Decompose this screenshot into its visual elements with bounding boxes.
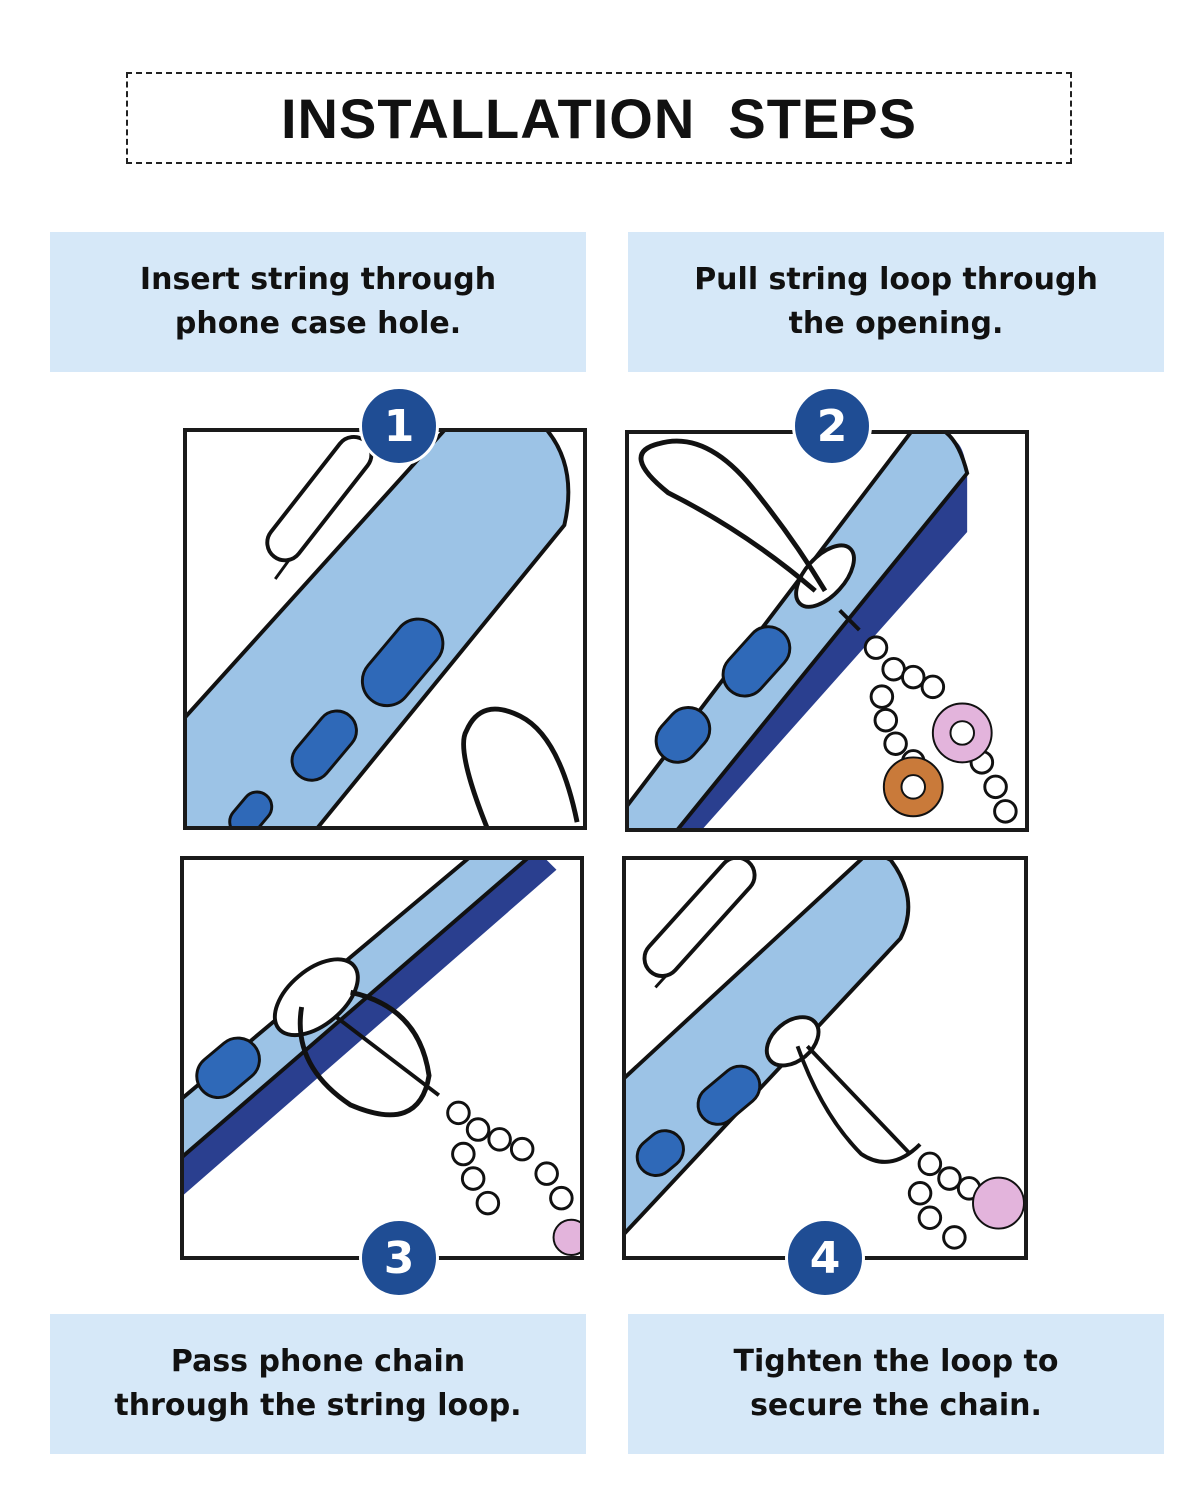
- title-banner: INSTALLATION STEPS: [126, 72, 1072, 164]
- flower-charm-pink: [931, 702, 993, 764]
- bead-chain: [446, 1100, 574, 1216]
- chain-through-loop-illustration: [184, 860, 580, 1256]
- step-3-caption-box: Pass phone chain through the string loop…: [50, 1314, 586, 1454]
- step-1-illustration: [183, 428, 587, 830]
- flower-charm-pink: [552, 1218, 580, 1256]
- page-title: INSTALLATION STEPS: [280, 86, 918, 150]
- flower-charm-orange: [882, 756, 944, 818]
- step-2-illustration: [625, 430, 1029, 832]
- step-1-caption-box: Insert string through phone case hole.: [50, 232, 586, 372]
- phone-case-string-illustration: [187, 432, 580, 826]
- step-4-caption-box: Tighten the loop to secure the chain.: [628, 1314, 1164, 1454]
- step-4-caption: Tighten the loop to secure the chain.: [733, 1344, 1059, 1423]
- step-3-badge: 3: [359, 1218, 439, 1298]
- bead-chain: [907, 1151, 982, 1250]
- step-1-caption: Insert string through phone case hole.: [139, 262, 497, 341]
- step-2-caption-box: Pull string loop through the opening.: [628, 232, 1164, 372]
- flower-charm-pink: [972, 1176, 1024, 1230]
- step-3-illustration: [180, 856, 584, 1260]
- step-2-caption: Pull string loop through the opening.: [694, 262, 1098, 341]
- tightened-loop-illustration: [626, 860, 1024, 1250]
- step-1-badge: 1: [359, 386, 439, 466]
- step-3-caption: Pass phone chain through the string loop…: [114, 1344, 522, 1423]
- step-4-badge: 4: [785, 1218, 865, 1298]
- step-2-badge: 2: [792, 386, 872, 466]
- step-4-illustration: [622, 856, 1028, 1260]
- string-loop-illustration: [629, 434, 1018, 828]
